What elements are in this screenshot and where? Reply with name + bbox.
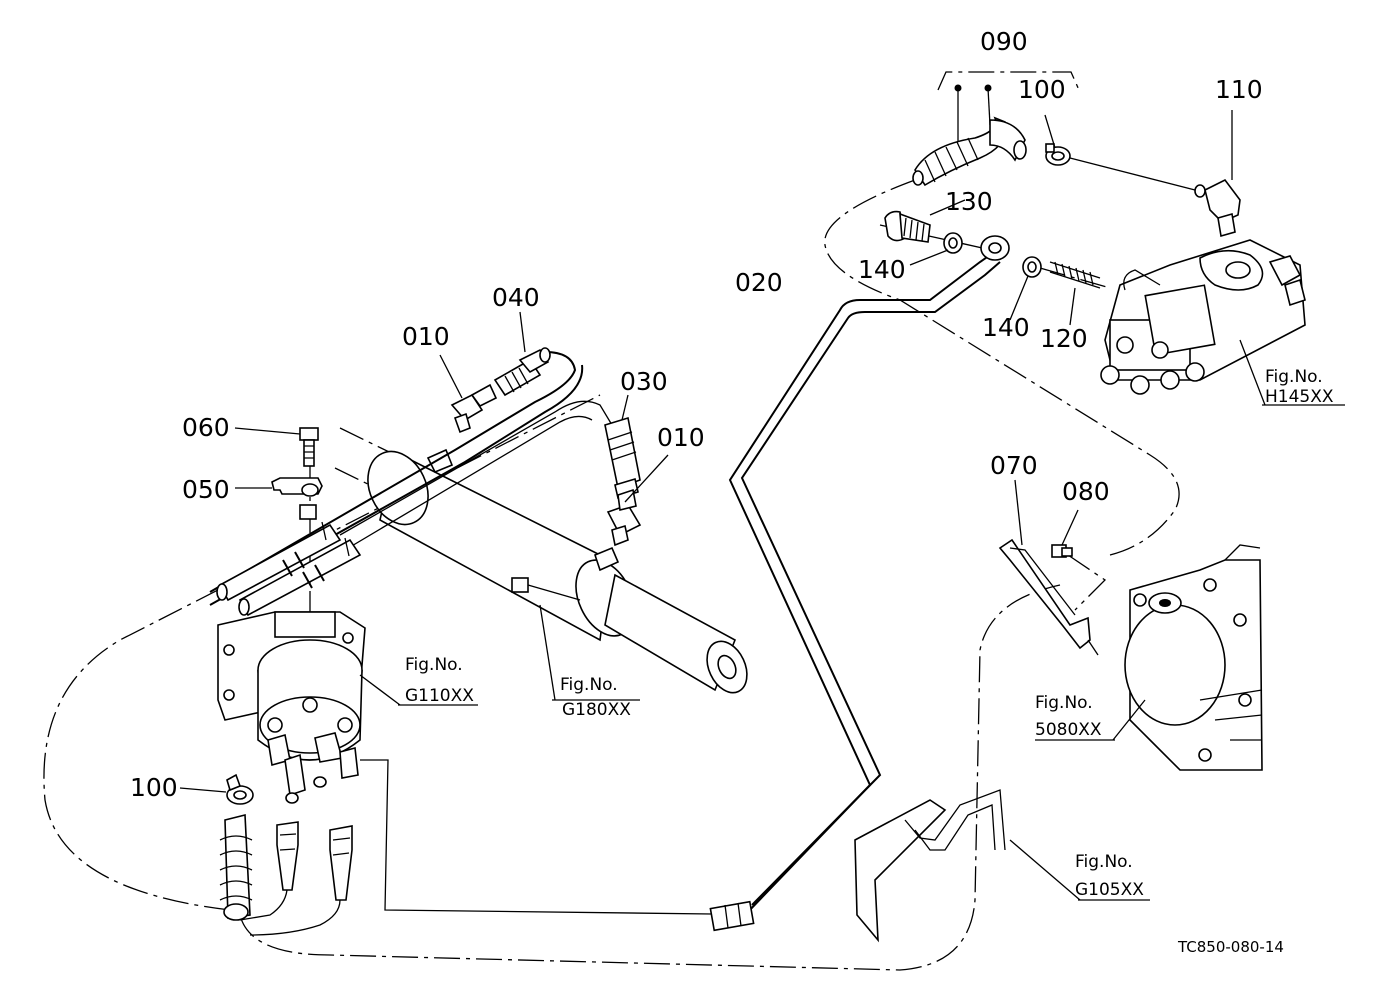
hose-090 — [912, 84, 1027, 187]
fig-label-g105: Fig.No. — [1075, 852, 1133, 872]
fig-label-5080: Fig.No. — [1035, 693, 1093, 713]
bracket-070 — [998, 479, 1099, 656]
part-label-140-left: 140 — [858, 255, 906, 284]
part-number-labels: 090 100 110 130 140 140 120 020 040 010 … — [130, 27, 1263, 802]
hose-clamp-100-upper — [1044, 114, 1196, 191]
part-label-120: 120 — [1040, 324, 1088, 353]
fig-number-g180: G180XX — [562, 700, 631, 720]
stand-g105 — [854, 789, 1150, 943]
figure-references: Fig.No. H145XX Fig.No. G110XX Fig.No. G1… — [405, 367, 1334, 900]
part-label-040: 040 — [492, 283, 540, 312]
fig-number-5080: 5080XX — [1035, 720, 1102, 740]
part-label-050: 050 — [182, 475, 230, 504]
dash-dot-routing-lines — [43, 71, 1180, 971]
part-label-010-upper: 010 — [402, 322, 450, 351]
hose-pair-left — [216, 521, 362, 617]
part-label-110: 110 — [1215, 75, 1263, 104]
cylinder-hoses — [209, 351, 613, 606]
hose-clamp-100-lower — [179, 773, 254, 805]
fig-label-h145: Fig.No. — [1265, 367, 1323, 387]
part-label-070: 070 — [990, 451, 1038, 480]
fig-number-g105: G105XX — [1075, 880, 1144, 900]
elbow-fitting-110 — [1194, 110, 1241, 238]
bolt-080 — [1051, 509, 1079, 558]
hose-end-fittings-lower-left — [219, 813, 353, 936]
part-label-100-lower: 100 — [130, 773, 178, 802]
fig-label-g180: Fig.No. — [560, 675, 618, 695]
part-label-080: 080 — [1062, 477, 1110, 506]
hydraulic-motor-g110 — [217, 611, 478, 804]
fig-label-g110: Fig.No. — [405, 655, 463, 675]
part-label-140-right: 140 — [982, 313, 1030, 342]
fig-number-h145: H145XX — [1265, 387, 1334, 407]
hydraulic-cylinder-g180 — [367, 448, 748, 701]
quick-coupler-030 — [604, 394, 641, 500]
control-valve-h145 — [1100, 239, 1345, 406]
part-label-100-upper: 100 — [1018, 75, 1066, 104]
pump-housing-5080 — [1035, 544, 1263, 771]
part-label-130: 130 — [945, 187, 993, 216]
drawing-number: TC850-080-14 — [1177, 938, 1284, 956]
part-label-090: 090 — [980, 27, 1028, 56]
part-label-020: 020 — [735, 268, 783, 297]
clip-050 — [235, 477, 323, 520]
hydraulic-pipe-020 — [360, 235, 1010, 932]
banjo-bolt-130-stack — [884, 199, 1101, 326]
part-label-060: 060 — [182, 413, 230, 442]
quick-coupler-040 — [493, 311, 551, 397]
bolt-060 — [234, 427, 319, 467]
part-label-010-lower: 010 — [657, 423, 705, 452]
elbow-fitting-010-lower — [606, 454, 669, 547]
part-label-030: 030 — [620, 367, 668, 396]
elbow-fitting-010-upper — [439, 354, 498, 434]
fig-number-g110: G110XX — [405, 686, 474, 706]
